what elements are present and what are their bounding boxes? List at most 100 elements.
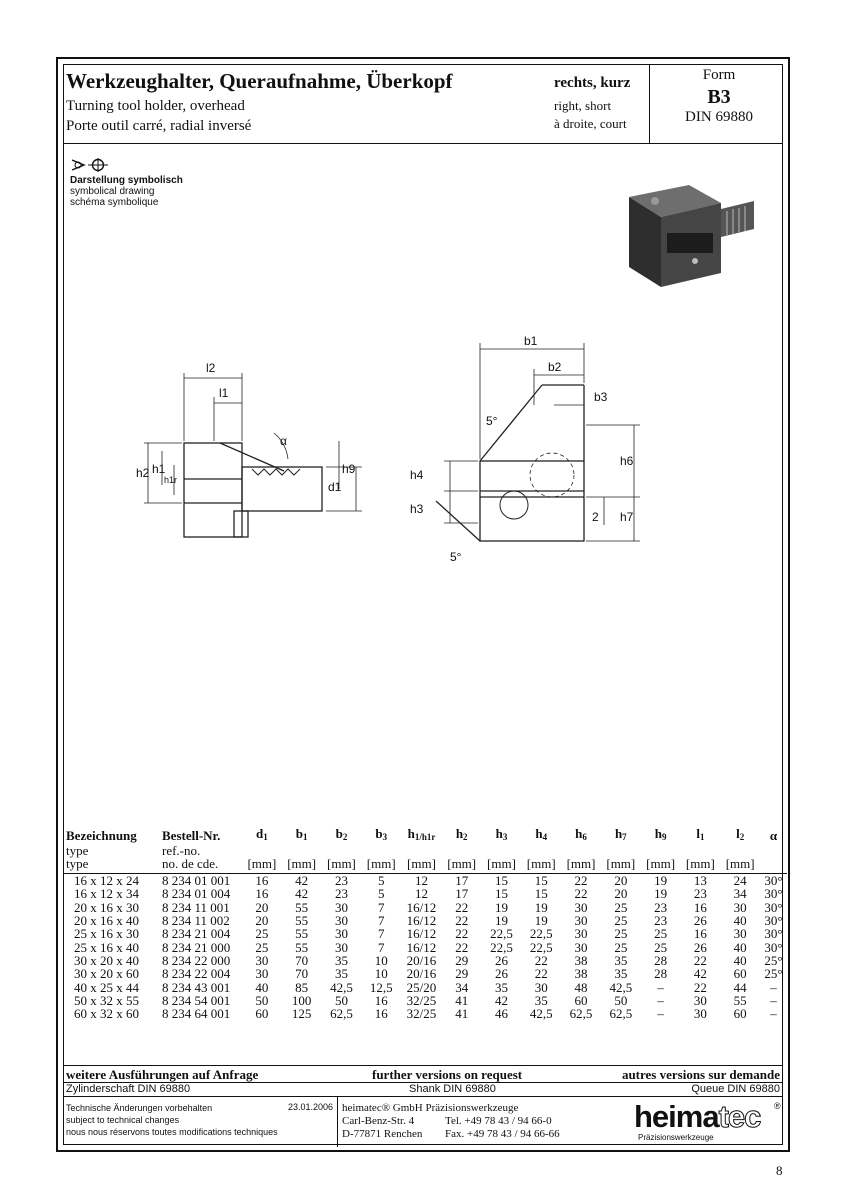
cell-h1: 25/20 [406, 979, 437, 995]
cell-h9: – [657, 992, 664, 1008]
cell-b1: 55 [295, 939, 309, 955]
cell-b2: 30 [334, 899, 348, 915]
more-versions-bar: weitere Ausführungen auf Anfrage further… [64, 1065, 782, 1083]
cell-order-no: 8 234 11 001 [162, 899, 230, 915]
cell-h4: 30 [534, 979, 548, 995]
cell-alpha: 30° [764, 899, 783, 915]
cell-d1: 16 [255, 873, 269, 889]
cell-h9: 23 [654, 913, 668, 929]
cell-h2: 17 [455, 873, 469, 889]
cell-b3: 10 [374, 952, 388, 968]
title-german: Werkzeughalter, Queraufnahme, Überkopf [66, 69, 453, 93]
cell-h1: 32/25 [406, 992, 437, 1008]
cell-h9: – [657, 979, 664, 995]
cell-l1: 26 [693, 939, 707, 955]
cell-alpha: – [770, 992, 777, 1008]
symbol-legend-en: symbolical drawing [70, 186, 155, 197]
technical-drawing: l2 l1 α h2 h1 h1r h9 d1 b1 b2 b3 h4 h3 h… [136, 334, 640, 564]
symbol-icon [71, 158, 108, 172]
cell-h3: 19 [494, 913, 508, 929]
cell-l2: 34 [733, 886, 747, 902]
cell-l2: 24 [733, 873, 747, 889]
cell-l1: 23 [693, 886, 707, 902]
cell-b2: 30 [334, 926, 348, 942]
cell-h2: 17 [455, 886, 469, 902]
more-versions-de: weitere Ausführungen auf Anfrage [66, 1067, 259, 1082]
cell-h1: 32/25 [406, 1006, 437, 1022]
cell-h9: 28 [654, 966, 668, 982]
spec-table: Bezeichnung Bestell-Nr. d1 b1 b2 b3 h1/h… [64, 823, 787, 1020]
dim-l1: l1 [219, 386, 229, 400]
cell-alpha: 30° [764, 886, 783, 902]
shank-de: Zylinderschaft DIN 69880 [66, 1083, 191, 1095]
cell-h3: 22,5 [490, 926, 513, 942]
cell-d1: 25 [255, 926, 269, 942]
table-header-row-fr: type no. de cde. [mm] [mm] [mm] [mm] [mm… [64, 857, 787, 874]
cell-h9: 23 [654, 899, 668, 915]
cell-h7: 25 [614, 926, 628, 942]
cell-b2: 50 [334, 992, 348, 1008]
cell-h1: 20/16 [406, 966, 437, 982]
cell-h9: 19 [654, 886, 668, 902]
col-head-l2: l2 [736, 826, 745, 842]
more-versions-en: further versions on request [372, 1067, 523, 1082]
col-head-b1: b1 [295, 826, 308, 842]
title-french: Porte outil carré, radial inversé [66, 118, 252, 134]
cell-b2: 23 [334, 886, 348, 902]
dim-two: 2 [592, 510, 599, 524]
page-number: 8 [776, 1163, 783, 1178]
col-head-type-fr: type [64, 857, 160, 874]
dim-h7: h7 [620, 510, 634, 524]
col-head-d1: d1 [256, 826, 268, 842]
dim-angle-bottom: 5° [450, 550, 462, 564]
cell-h2: 22 [455, 913, 469, 929]
table-header-row-en: type ref.-no. [64, 844, 787, 857]
cell-b3: 5 [377, 873, 385, 889]
heimatec-logo: heimatec ® Präzisionswerkzeuge [632, 1099, 782, 1143]
cell-h4: 42,5 [529, 1006, 553, 1022]
cell-h2: 29 [455, 952, 469, 968]
company-street: Carl-Benz-Str. 4 [342, 1115, 415, 1127]
cell-order-no: 8 234 54 001 [162, 992, 231, 1008]
cell-order-no: 8 234 43 001 [162, 979, 231, 995]
unit-cell: [mm] [281, 857, 322, 874]
cell-designation: 25 x 16 x 40 [74, 939, 139, 955]
unit-cell: [mm] [600, 857, 641, 874]
cell-h2: 22 [455, 899, 469, 915]
cell-h4: 19 [534, 913, 548, 929]
dim-b3: b3 [594, 390, 608, 404]
cell-h4: 22,5 [529, 926, 553, 942]
cell-h7: 35 [614, 966, 628, 982]
cell-h4: 22,5 [529, 939, 553, 955]
col-head-h6: h6 [575, 826, 587, 842]
cell-h9: – [657, 1006, 664, 1022]
product-photo [629, 185, 754, 287]
cell-d1: 25 [255, 939, 269, 955]
cell-b2: 35 [334, 966, 348, 982]
cell-h9: 25 [654, 939, 668, 955]
page-frame: Werkzeughalter, Queraufnahme, Überkopf T… [56, 57, 790, 1152]
cell-alpha: 30° [764, 939, 783, 955]
unit-cell: [mm] [321, 857, 362, 874]
din-standard: DIN 69880 [685, 109, 753, 125]
dim-b1: b1 [524, 334, 538, 348]
cell-l1: 30 [693, 992, 707, 1008]
cell-l2: 40 [733, 939, 747, 955]
variant-french: à droite, court [554, 116, 627, 131]
cell-b1: 70 [295, 966, 309, 982]
cell-order-no: 8 234 21 004 [162, 926, 231, 942]
cell-alpha: 25° [764, 952, 783, 968]
dim-angle-top: 5° [486, 414, 498, 428]
cell-h6: 48 [574, 979, 588, 995]
cell-l1: 22 [693, 952, 707, 968]
col-head-h1: h1/h1r [407, 826, 436, 842]
cell-b2: 62,5 [330, 1006, 353, 1022]
cell-designation: 20 x 16 x 30 [74, 899, 139, 915]
company-address: heimatec® GmbH Präzisionswerkzeuge Carl-… [342, 1102, 518, 1141]
cell-b2: 35 [334, 952, 348, 968]
